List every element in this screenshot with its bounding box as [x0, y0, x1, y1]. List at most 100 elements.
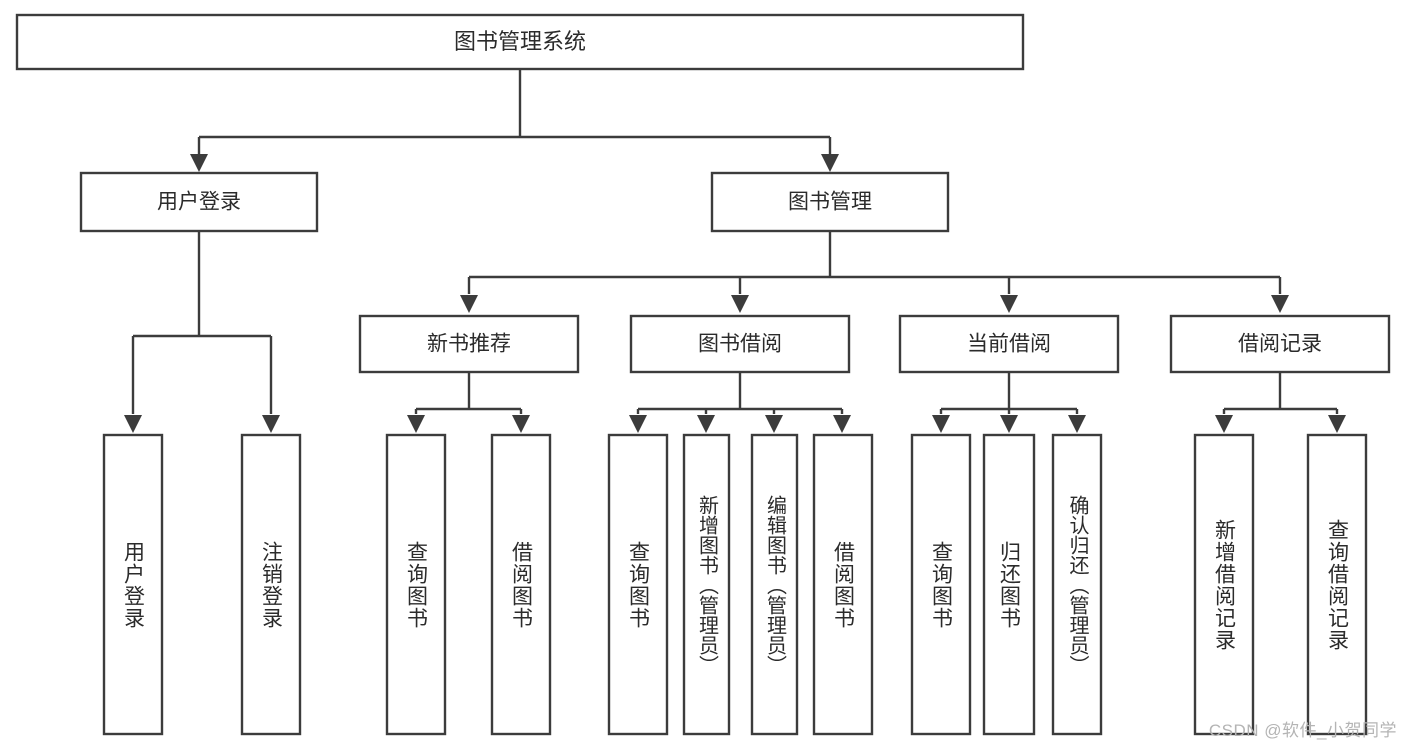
node-leaf-logout-login[interactable]: 注销登录: [240, 433, 302, 736]
leaf-borrow-book-2-text-wrap: 借阅图书: [831, 540, 855, 629]
node-leaf-return-book[interactable]: 归还图书: [982, 433, 1036, 736]
leaf-add-book-admin-box[interactable]: [682, 433, 731, 736]
leaf-add-borrow-record-text-wrap: 新增借阅记录: [1212, 518, 1236, 651]
arrowhead-leaf-query-book-2: [629, 415, 647, 433]
csdn-watermark: CSDN @软件_小贺同学: [1208, 721, 1397, 740]
leaf-add-borrow-record-box[interactable]: [1193, 433, 1255, 736]
leaf-query-book-1-label: 查询图书: [404, 540, 428, 629]
leaf-query-book-2-box[interactable]: [607, 433, 669, 736]
current-borrow-box[interactable]: [898, 314, 1120, 374]
arrowhead-leaf-user-login: [124, 415, 142, 433]
leaf-return-book-text-wrap: 归还图书: [997, 540, 1021, 629]
arrowhead-leaf-confirm-return-admin: [1068, 415, 1086, 433]
node-current-borrow[interactable]: 当前借阅: [898, 314, 1120, 374]
book-management-box[interactable]: [710, 171, 950, 233]
arrowhead-borrow-record: [1271, 295, 1289, 313]
leaf-query-book-3-label: 查询图书: [929, 540, 953, 629]
arrowhead-leaf-add-borrow-record: [1215, 415, 1233, 433]
node-user-login[interactable]: 用户登录: [79, 171, 319, 233]
leaf-user-login-box[interactable]: [102, 433, 164, 736]
leaf-query-borrow-record-box[interactable]: [1306, 433, 1368, 736]
leaf-query-borrow-record-label: 查询借阅记录: [1325, 518, 1349, 651]
leaf-logout-login-box[interactable]: [240, 433, 302, 736]
arrowhead-leaf-borrow-book-1: [512, 415, 530, 433]
edge-new-book-recommend-children: [414, 372, 523, 414]
current-borrow-label: 当前借阅: [967, 333, 1051, 356]
borrow-record-box[interactable]: [1169, 314, 1391, 374]
arrowhead-leaf-query-book-1: [407, 415, 425, 433]
leaf-borrow-book-1-text-wrap: 借阅图书: [509, 540, 533, 629]
node-root-book-management-system[interactable]: 图书管理系统: [15, 13, 1025, 71]
arrowhead-leaf-edit-book-admin: [765, 415, 783, 433]
leaf-edit-book-admin-text-wrap: 编辑图书（管理员）: [763, 494, 786, 675]
leaf-return-book-box[interactable]: [982, 433, 1036, 736]
node-leaf-add-borrow-record[interactable]: 新增借阅记录: [1193, 433, 1255, 736]
leaf-logout-login-text-wrap: 注销登录: [259, 540, 283, 629]
node-leaf-user-login[interactable]: 用户登录: [102, 433, 164, 736]
edge-borrow-record-children: [1222, 372, 1339, 414]
node-leaf-borrow-book-1[interactable]: 借阅图书: [490, 433, 552, 736]
user-login-label: 用户登录: [157, 191, 241, 214]
node-leaf-borrow-book-2[interactable]: 借阅图书: [812, 433, 874, 736]
leaf-borrow-book-2-box[interactable]: [812, 433, 874, 736]
arrowhead-new-book-recommend: [460, 295, 478, 313]
arrowhead-leaf-query-borrow-record: [1328, 415, 1346, 433]
arrowhead-leaf-logout-login: [262, 415, 280, 433]
leaf-confirm-return-admin-text-wrap: 确认归还（管理员）: [1066, 494, 1088, 675]
node-leaf-query-borrow-record[interactable]: 查询借阅记录: [1306, 433, 1368, 736]
leaf-query-book-2-text-wrap: 查询图书: [626, 540, 650, 629]
leaf-query-book-3-text-wrap: 查询图书: [929, 540, 953, 629]
arrowhead-leaf-add-book-admin: [697, 415, 715, 433]
leaf-borrow-book-2-label: 借阅图书: [831, 540, 855, 629]
node-leaf-query-book-1[interactable]: 查询图书: [385, 433, 447, 736]
edge-layer: [124, 69, 1346, 433]
node-leaf-query-book-3[interactable]: 查询图书: [910, 433, 972, 736]
node-leaf-query-book-2[interactable]: 查询图书: [607, 433, 669, 736]
arrowhead-leaf-borrow-book-2: [833, 415, 851, 433]
arrowhead-leaf-query-book-3: [932, 415, 950, 433]
new-book-recommend-box[interactable]: [358, 314, 580, 374]
leaf-query-borrow-record-text-wrap: 查询借阅记录: [1325, 518, 1349, 651]
leaf-query-book-3-box[interactable]: [910, 433, 972, 736]
leaf-edit-book-admin-box[interactable]: [750, 433, 799, 736]
edge-user-login-to-bus: [131, 231, 273, 414]
user-login-box[interactable]: [79, 171, 319, 233]
book-borrow-box[interactable]: [629, 314, 851, 374]
arrowhead-to-user-login: [190, 154, 208, 172]
leaf-query-book-1-box[interactable]: [385, 433, 447, 736]
arrowhead-to-book-management: [821, 154, 839, 172]
leaf-add-book-admin-text-wrap: 新增图书（管理员）: [695, 494, 718, 675]
leaf-user-login-text-wrap: 用户登录: [121, 540, 145, 629]
leaf-query-book-1-text-wrap: 查询图书: [404, 540, 428, 629]
node-book-borrow[interactable]: 图书借阅: [629, 314, 851, 374]
new-book-recommend-label: 新书推荐: [427, 333, 511, 356]
edge-root-to-bus: [197, 69, 832, 155]
leaf-return-book-label: 归还图书: [997, 540, 1021, 629]
edge-book-management-to-bus: [467, 231, 1282, 294]
arrowhead-leaf-return-book: [1000, 415, 1018, 433]
root-box[interactable]: [15, 13, 1025, 71]
leaf-add-book-admin-label: 新增图书（管理员）: [695, 494, 718, 675]
edge-current-borrow-children: [939, 372, 1079, 414]
borrow-record-label: 借阅记录: [1238, 333, 1322, 356]
leaf-edit-book-admin-label: 编辑图书（管理员）: [763, 494, 786, 675]
node-leaf-add-book-admin[interactable]: 新增图书（管理员）: [682, 433, 731, 736]
leaf-confirm-return-admin-label: 确认归还（管理员）: [1066, 494, 1088, 675]
leaf-confirm-return-admin-box[interactable]: [1051, 433, 1103, 736]
node-leaf-edit-book-admin[interactable]: 编辑图书（管理员）: [750, 433, 799, 736]
arrowhead-current-borrow: [1000, 295, 1018, 313]
leaf-logout-login-label: 注销登录: [259, 540, 283, 629]
edge-book-borrow-children: [636, 372, 844, 414]
node-borrow-record[interactable]: 借阅记录: [1169, 314, 1391, 374]
leaf-borrow-book-1-box[interactable]: [490, 433, 552, 736]
node-leaf-confirm-return-admin[interactable]: 确认归还（管理员）: [1051, 433, 1103, 736]
root-label: 图书管理系统: [454, 29, 586, 54]
leaf-user-login-label: 用户登录: [121, 540, 145, 629]
leaf-borrow-book-1-label: 借阅图书: [509, 540, 533, 629]
node-book-management[interactable]: 图书管理: [710, 171, 950, 233]
leaf-add-borrow-record-label: 新增借阅记录: [1212, 518, 1236, 651]
node-new-book-recommend[interactable]: 新书推荐: [358, 314, 580, 374]
leaf-query-book-2-label: 查询图书: [626, 540, 650, 629]
arrowhead-book-borrow: [731, 295, 749, 313]
